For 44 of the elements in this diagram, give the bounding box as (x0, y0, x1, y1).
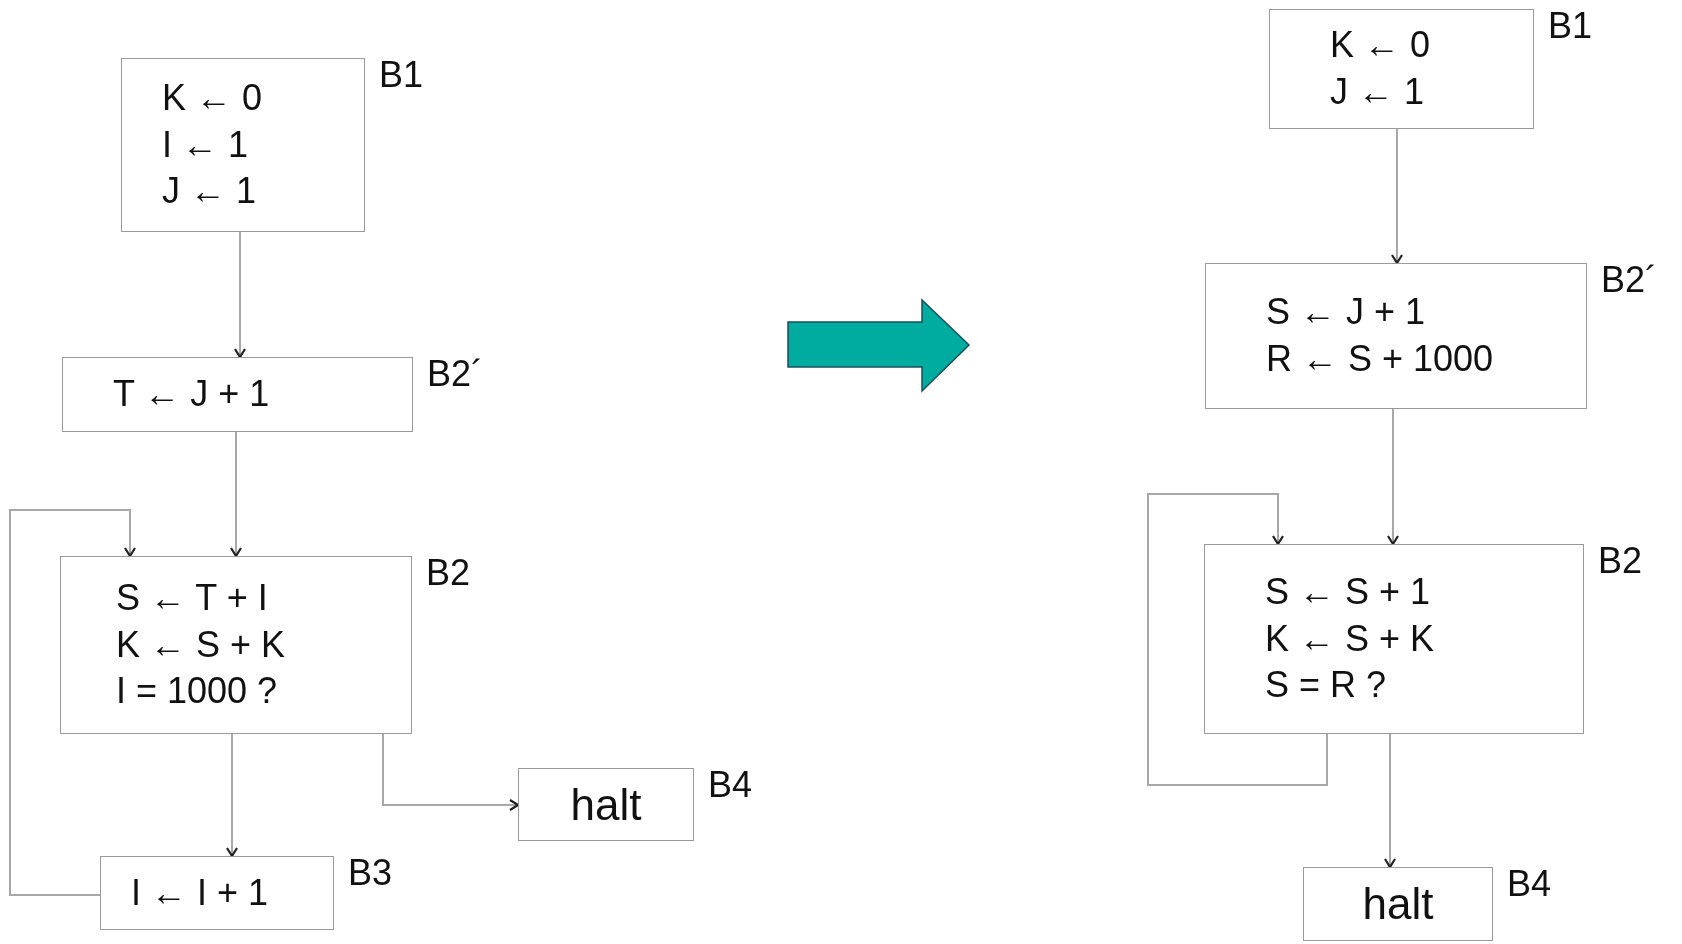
process-box (60, 556, 412, 734)
block-label: B1 (1548, 5, 1593, 47)
arrow (382, 733, 520, 812)
process-box (1269, 9, 1534, 129)
process-box (121, 58, 365, 232)
node-label: halt (569, 778, 643, 831)
block-label: B2´ (1601, 259, 1658, 301)
node-label: halt (1361, 878, 1435, 931)
code-statement: T ← J + 1 (113, 372, 271, 417)
code-statement: K ← 0 (162, 75, 264, 120)
block-label: B3 (348, 852, 393, 894)
code-statement: S = R ? (1265, 663, 1388, 708)
arrow (1383, 733, 1397, 869)
code-statement: K ← S + K (116, 622, 287, 667)
arrow (9, 509, 137, 896)
process-box (100, 856, 334, 930)
block-label: B4 (1507, 863, 1552, 905)
code-statement: S ← T + I (116, 575, 269, 620)
block-label: B1 (379, 54, 424, 96)
code-statement: I ← I + 1 (131, 870, 270, 915)
arrow (1147, 493, 1328, 786)
process-box (62, 357, 413, 432)
code-statement: I = 1000 ? (116, 669, 279, 714)
code-statement: K ← S + K (1265, 616, 1436, 661)
code-statement: J ← 1 (162, 169, 258, 214)
process-box (1205, 263, 1587, 409)
block-label: B2 (426, 552, 471, 594)
process-box (1204, 544, 1584, 734)
code-statement: K ← 0 (1330, 23, 1432, 68)
arrow (1390, 128, 1404, 265)
block-label: B2 (1598, 540, 1643, 582)
code-statement: J ← 1 (1330, 70, 1426, 114)
arrow (225, 733, 239, 858)
code-statement: S ← S + 1 (1265, 569, 1432, 614)
block-label: B2´ (427, 353, 484, 395)
block-label: B4 (708, 764, 753, 806)
arrow (229, 431, 243, 558)
code-statement: I ← 1 (162, 122, 250, 167)
process-box (1303, 867, 1493, 941)
process-box (518, 768, 694, 841)
code-statement: R ← S + 1000 (1266, 337, 1495, 381)
arrow (233, 231, 247, 359)
arrow (1386, 408, 1400, 546)
code-statement: S ← J + 1 (1266, 290, 1427, 335)
